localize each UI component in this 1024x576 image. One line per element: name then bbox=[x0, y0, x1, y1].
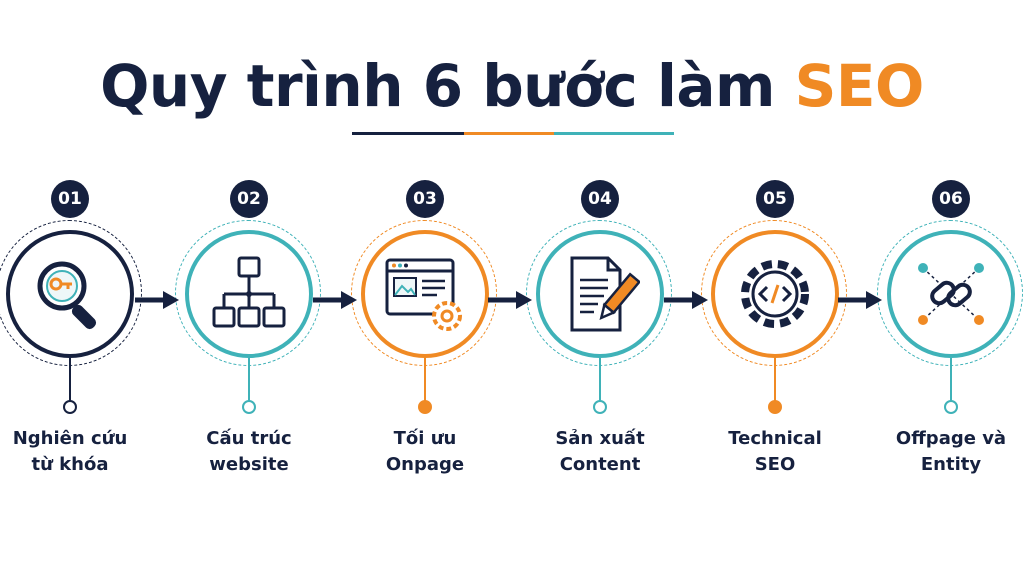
step-icon-circle bbox=[887, 230, 1015, 358]
chain-link-icon bbox=[918, 263, 984, 325]
step-label: Sản xuất Content bbox=[515, 426, 685, 478]
step-number: 04 bbox=[581, 180, 619, 218]
document-pen-icon bbox=[570, 256, 640, 332]
connector-dot bbox=[63, 400, 77, 414]
step-3: 03 Tối ưu Onpage bbox=[340, 180, 510, 480]
step-label-line1: Offpage và bbox=[895, 428, 1007, 449]
step-label-line2: website bbox=[209, 454, 289, 475]
title-main: Quy trình 6 bước làm bbox=[100, 52, 775, 120]
step-label: Offpage và Entity bbox=[866, 426, 1024, 478]
step-icon-circle bbox=[6, 230, 134, 358]
connector-stem bbox=[774, 358, 776, 402]
step-label: Nghiên cứu từ khóa bbox=[0, 426, 155, 478]
step-label: Tối ưu Onpage bbox=[340, 426, 510, 478]
connector-stem bbox=[248, 358, 250, 402]
step-icon-circle bbox=[536, 230, 664, 358]
step-number: 05 bbox=[756, 180, 794, 218]
step-label-line1: Tối ưu bbox=[393, 428, 457, 449]
connector-dot bbox=[242, 400, 256, 414]
connector-dot bbox=[418, 400, 432, 414]
step-label-line2: SEO bbox=[754, 454, 796, 475]
title-accent: SEO bbox=[794, 52, 925, 120]
step-icon-circle bbox=[711, 230, 839, 358]
step-4: 04 Sản xuất Content bbox=[515, 180, 685, 480]
arrow-right-icon bbox=[838, 291, 882, 309]
step-5: 05 Technical SEO bbox=[690, 180, 860, 480]
connector-stem bbox=[599, 358, 601, 402]
title-underline-navy bbox=[352, 132, 464, 135]
sitemap-icon bbox=[212, 256, 286, 328]
page-title: Quy trình 6 bước làm SEO bbox=[0, 46, 1024, 126]
step-number: 01 bbox=[51, 180, 89, 218]
connector-dot bbox=[944, 400, 958, 414]
connector-stem bbox=[424, 358, 426, 402]
step-number: 06 bbox=[932, 180, 970, 218]
step-label-line1: Technical bbox=[728, 428, 822, 449]
step-icon-circle bbox=[361, 230, 489, 358]
step-number: 03 bbox=[406, 180, 444, 218]
step-1: 01 Nghiên cứu từ khóa bbox=[0, 180, 155, 480]
step-label-line2: từ khóa bbox=[31, 454, 109, 475]
step-label-line1: Cấu trúc bbox=[206, 428, 292, 449]
step-6: 06 Offpage và Entity bbox=[866, 180, 1024, 480]
title-underline-teal bbox=[554, 132, 674, 135]
arrow-right-icon bbox=[664, 291, 708, 309]
arrow-right-icon bbox=[135, 291, 179, 309]
step-number: 02 bbox=[230, 180, 268, 218]
dashed-ring bbox=[0, 220, 142, 366]
connector-stem bbox=[69, 358, 71, 402]
arrow-right-icon bbox=[488, 291, 532, 309]
step-label-line1: Sản xuất bbox=[555, 428, 645, 449]
step-label: Cấu trúc website bbox=[164, 426, 334, 478]
code-gear-icon bbox=[741, 260, 809, 328]
webpage-gear-icon bbox=[385, 258, 462, 331]
title-underline-orange bbox=[464, 132, 554, 135]
step-2: 02 Cấu trúc website bbox=[164, 180, 334, 480]
step-icon-circle bbox=[185, 230, 313, 358]
magnifier-key-icon bbox=[37, 261, 97, 330]
connector-dot bbox=[768, 400, 782, 414]
step-label-line2: Content bbox=[559, 454, 641, 475]
step-label: Technical SEO bbox=[690, 426, 860, 478]
step-label-line1: Nghiên cứu bbox=[12, 428, 128, 449]
step-label-line2: Entity bbox=[920, 454, 982, 475]
step-label-line2: Onpage bbox=[385, 454, 465, 475]
connector-dot bbox=[593, 400, 607, 414]
arrow-right-icon bbox=[313, 291, 357, 309]
connector-stem bbox=[950, 358, 952, 402]
